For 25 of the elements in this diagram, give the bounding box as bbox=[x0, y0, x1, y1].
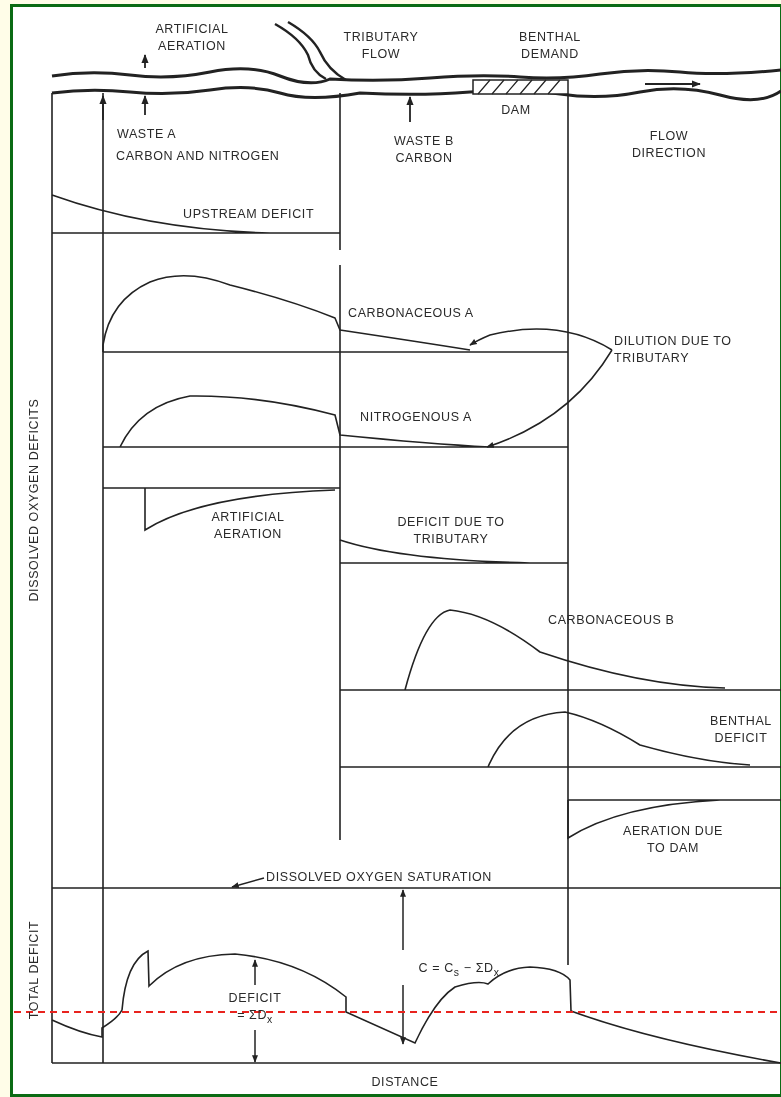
leader-line bbox=[231, 877, 265, 889]
annotation-text: WASTE A bbox=[117, 126, 177, 143]
axis-label: DISSOLVED OXYGEN DEFICITS bbox=[25, 398, 42, 602]
annotation-text: CARBON AND NITROGEN bbox=[116, 148, 280, 165]
curve-label: NITROGENOUS A bbox=[360, 409, 472, 426]
curve-label: UPSTREAM DEFICIT bbox=[183, 206, 315, 223]
curve-label: DEFICIT DUE TO TRIBUTARY bbox=[396, 514, 506, 548]
callout-text: DISSOLVED OXYGEN SATURATION bbox=[266, 869, 492, 886]
curve-label: ARTIFICIAL AERATION bbox=[210, 509, 286, 543]
callout-text: DILUTION DUE TO TRIBUTARY bbox=[614, 333, 732, 367]
curve-label: CARBONACEOUS A bbox=[348, 305, 474, 322]
annotation-text: BENTHAL DEMAND bbox=[518, 29, 582, 63]
annotation-text: WASTE B CARBON bbox=[393, 133, 455, 167]
axis-label: TOTAL DEFICIT bbox=[25, 920, 42, 1020]
equation-text: DEFICIT = ΣD$_{x}$ bbox=[227, 990, 283, 1027]
axis-label: DISTANCE bbox=[370, 1074, 440, 1091]
annotation-text: ARTIFICIAL AERATION bbox=[154, 21, 230, 55]
leader-line bbox=[469, 328, 613, 351]
annotation-text: TRIBUTARY FLOW bbox=[342, 29, 420, 63]
curve-label: BENTHAL DEFICIT bbox=[709, 713, 773, 747]
curve-label: AERATION DUE TO DAM bbox=[621, 823, 724, 857]
equation-text: C = C$_{s}$ − ΣD$_{x}$ bbox=[417, 960, 501, 980]
leader-line bbox=[486, 349, 613, 448]
annotation-text: FLOW DIRECTION bbox=[630, 128, 708, 162]
annotation-text: DAM bbox=[500, 102, 532, 119]
